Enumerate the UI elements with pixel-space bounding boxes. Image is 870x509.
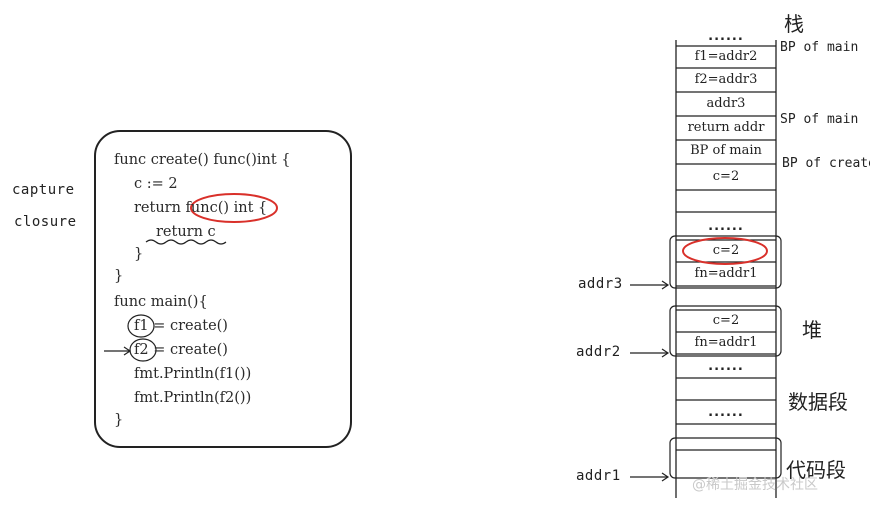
code-line-11: fmt.Println(f2()) [134,390,252,406]
code-line-12: } [114,412,124,428]
stack-cell-f2: f2=addr3 [694,72,758,87]
label-sp-of-main: SP of main [780,112,859,127]
code-line-5: } [134,246,144,262]
code-line-10: fmt.Println(f1()) [134,366,252,382]
highlight-func-ellipse [190,193,278,223]
addr2-arrow [630,348,670,358]
label-bp-of-main: BP of main [780,40,859,55]
capture-label: capture [12,182,75,198]
stack-cell-addr3: addr3 [706,96,746,111]
heap-addr3-c: c=2 [712,243,740,258]
heap-block-addr3-borders [669,235,782,289]
addr3-arrow [630,280,670,290]
closure-label: closure [14,214,77,230]
stack-cell-borders [676,45,776,213]
data-segment-label: 数据段 [788,390,848,414]
arrow-to-f2 [104,346,132,356]
code-line-8: f1 = create() [134,318,228,334]
heap-dots: ...... [708,359,744,374]
stack-cell-return-addr: return addr [687,120,765,135]
heap-addr2-c: c=2 [712,313,740,328]
f2-circle [129,338,157,362]
addr2-label: addr2 [576,344,621,360]
heap-addr2-fn: fn=addr1 [694,335,758,350]
addr1-arrow [630,472,670,482]
code-line-3: return func() int { [134,200,268,216]
addr1-label: addr1 [576,468,621,484]
stack-cell-f1: f1=addr2 [694,49,758,64]
watermark-text: @稀土掘金技术社区 [692,477,818,493]
stack-title: 栈 [784,12,804,36]
heap-block-addr2-borders [669,305,782,357]
stack-cell-bp-of-main: BP of main [690,143,762,158]
stack-cell-c: c=2 [712,169,740,184]
stack-mid-dots: ...... [708,219,744,234]
label-bp-of-create: BP of create [782,156,870,171]
code-line-1: func create() func()int { [114,152,291,168]
stack-top-dots: ...... [708,29,744,44]
code-line-7: func main(){ [114,294,208,310]
code-segment-borders [669,437,782,479]
addr3-label: addr3 [578,276,623,292]
code-panel [94,130,352,448]
heap-label: 堆 [802,318,822,342]
code-line-6: } [114,268,124,284]
code-line-9: f2 = create() [134,342,228,358]
data-segment-dots: ...... [708,405,744,420]
data-segment-borders [676,377,776,425]
code-line-4: return c [156,224,216,240]
return-c-wavy-underline [145,239,227,245]
code-line-2: c := 2 [134,176,178,192]
highlight-heap-c-ellipse [682,237,768,265]
code-segment-label: 代码段 [786,458,846,482]
f1-circle [127,314,155,338]
heap-addr3-fn: fn=addr1 [694,266,758,281]
